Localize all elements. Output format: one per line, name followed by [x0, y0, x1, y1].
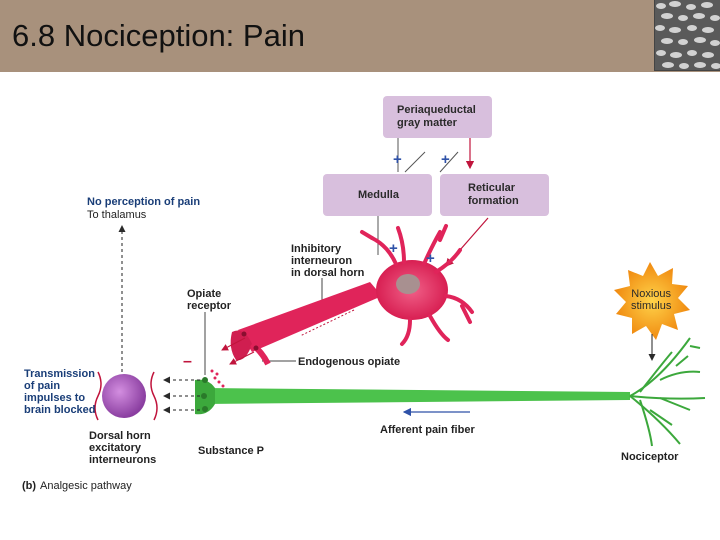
no-perception-label: No perception of pain — [87, 196, 201, 208]
wave-marks — [94, 371, 158, 421]
slide-title: 6.8 Nociception: Pain — [12, 18, 305, 53]
decorative-texture-image — [654, 0, 720, 71]
plus-sign: + — [393, 151, 402, 168]
inhibitory-interneuron — [230, 224, 474, 366]
connector-line — [439, 151, 459, 173]
to-thalamus-label: To thalamus — [87, 209, 147, 221]
endogenous-opiate-label: Endogenous opiate — [298, 356, 401, 368]
analgesic-pathway-diagram — [94, 138, 706, 447]
opiate-release-arrows — [221, 309, 355, 365]
nociceptor-label: Nociceptor — [621, 451, 679, 463]
substance-p-dots — [210, 369, 225, 388]
afferent-fiber-label: Afferent pain fiber — [380, 424, 475, 436]
connector-line — [404, 151, 426, 173]
title-bar: 6.8 Nociception: Pain — [0, 0, 720, 72]
plus-sign: + — [441, 151, 450, 168]
plus-sign: + — [389, 240, 398, 257]
caption-text: Analgesic pathway — [40, 480, 132, 492]
afferent-fiber — [195, 377, 630, 415]
medulla-box: Medulla — [323, 174, 432, 216]
transmission-blocked-label: Transmission of pain impulses to brain b… — [24, 368, 96, 416]
noxious-stimulus-star — [614, 262, 690, 340]
plus-sign: + — [426, 250, 435, 267]
dorsal-horn-interneuron — [102, 374, 146, 418]
minus-sign: – — [183, 353, 192, 370]
nociceptor-branches — [629, 337, 706, 447]
dorsal-horn-label: Dorsal horn excitatory interneurons — [89, 430, 157, 466]
caption-letter: (b) — [22, 480, 37, 492]
blocked-transmission-arrows — [163, 376, 200, 414]
substance-p-label: Substance P — [198, 445, 265, 457]
reticular-formation-box: Reticular formation — [440, 174, 549, 216]
noxious-stimulus-label: Noxious stimulus — [631, 288, 672, 312]
periaqueductal-gray-box: Periaqueductal gray matter — [383, 96, 492, 138]
opiate-receptor-label: Opiate receptor — [187, 288, 232, 312]
inhibitory-interneuron-label: Inhibitory interneuron in dorsal horn — [291, 243, 365, 279]
